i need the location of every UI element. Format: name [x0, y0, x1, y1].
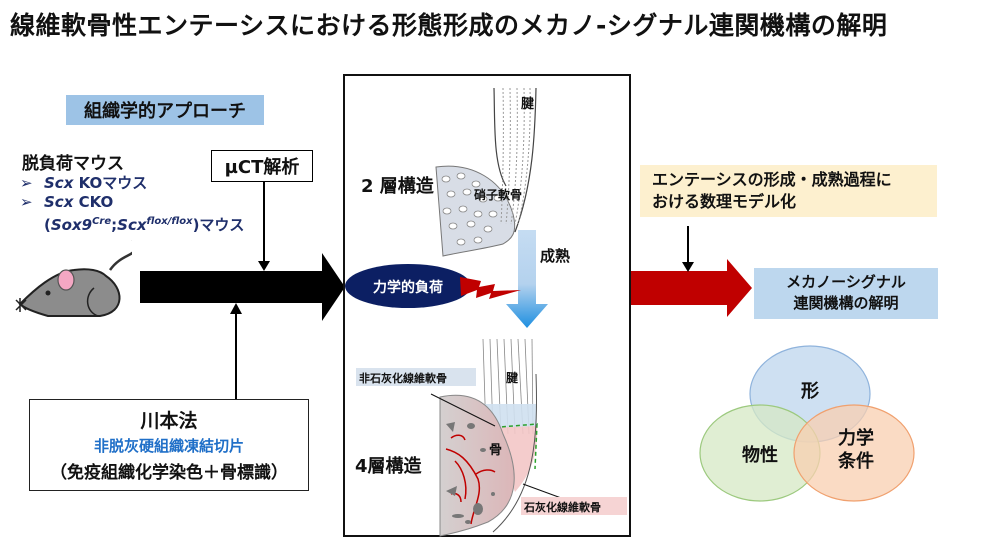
- two-layer-label: 2 層構造: [361, 175, 434, 197]
- mouse-illustration: [15, 240, 132, 317]
- mouse-leg: [86, 287, 99, 317]
- superscript-cre: Cre: [92, 216, 112, 227]
- mouse-item-text: KOマウス: [73, 174, 148, 192]
- mouse-ear: [57, 269, 75, 291]
- kawamoto-detail: （免疫組織化学染色＋骨標識）: [50, 463, 288, 483]
- venn-label-mechanics-1: 力学: [838, 427, 874, 449]
- entesis-outer-edge: [492, 373, 538, 533]
- math-model-line1: エンテーシスの形成・成熟過程に: [652, 170, 892, 189]
- kawamoto-subtitle: 非脱灰硬組織凍結切片: [93, 437, 244, 455]
- mouse-eye: [45, 290, 51, 296]
- four-layer-illustration: [439, 338, 538, 537]
- page-title: 線維軟骨性エンテーシスにおける形態形成のメカノ-シグナル連関機構の解明: [10, 11, 888, 40]
- four-layer-label: 4層構造: [355, 455, 422, 477]
- venn-label-properties: 物性: [742, 444, 778, 466]
- mechanical-load-label: 力学的負荷: [373, 279, 443, 296]
- arrow-bullet-icon: ➢: [20, 193, 33, 211]
- micro-ct-analysis-box: µCT解析: [211, 150, 313, 182]
- math-arrowhead-icon: [682, 262, 694, 272]
- mouse-item-text: CKO: [73, 193, 114, 211]
- superscript-flox: flox/flox: [146, 216, 193, 227]
- histological-approach-label: 組織学的アプローチ: [66, 95, 264, 125]
- uct-arrowhead-icon: [258, 261, 270, 271]
- mechanical-load-ellipse: [345, 264, 471, 308]
- unloading-mouse-title: 脱負荷マウス: [22, 154, 124, 174]
- mouse-tail: [108, 240, 132, 271]
- mechano-line2: 連関機構の解明: [793, 294, 899, 312]
- lightning-bolt-icon: [460, 277, 521, 299]
- gene-name: Scx: [44, 174, 74, 192]
- arrow-bullet-icon: ➢: [20, 174, 33, 192]
- tendon-left-edge: [493, 87, 507, 187]
- gene-scx: Scx: [117, 216, 147, 234]
- mouse-item-scx-ko: ➢ Scx KOマウス: [20, 174, 244, 193]
- maturation-arrow-icon: [506, 230, 548, 328]
- venn-label-shape: 形: [801, 381, 819, 402]
- kawamoto-title: 川本法: [140, 410, 198, 432]
- tendon-label-bottom: 腱: [506, 370, 519, 385]
- venn-diagram: 形 物性 力学 条件: [699, 345, 915, 502]
- cko-genotype: (Sox9Cre;Scxflox/flox)マウス: [20, 212, 244, 235]
- uncalcified-pointer-line: [430, 393, 496, 427]
- gene-sox9: Sox9: [50, 216, 93, 234]
- tendon-label-top: 腱: [521, 96, 535, 112]
- bone-label: 骨: [489, 443, 502, 458]
- mouse-item-scx-cko: ➢ Scx CKO: [20, 193, 244, 212]
- calcified-label-bg: [521, 497, 627, 515]
- cko-suffix: )マウス: [192, 216, 245, 234]
- chondrocytes: [441, 172, 503, 246]
- tendon-right-edge: [514, 87, 537, 233]
- gene-name: Scx: [44, 193, 74, 211]
- entesis-diagram: 腱 硝子軟骨 2 層構造 成熟 力学的負荷: [345, 87, 627, 537]
- separator: ;: [111, 216, 118, 234]
- uncalcified-label-bg: [356, 368, 476, 386]
- mouse-model-list: ➢Scx KOマウス ➢Scx CKO (Sox9Cre;Scxflox/flo…: [20, 174, 244, 235]
- bone-cavities: [446, 422, 495, 524]
- red-result-arrow: [631, 259, 752, 317]
- venn-label-mechanics-2: 条件: [837, 450, 874, 472]
- kawamoto-method-box: 川本法 非脱灰硬組織凍結切片 （免疫組織化学染色＋骨標識）: [29, 399, 309, 491]
- tidemark-line: [487, 423, 538, 470]
- math-model-line2: おける数理モデル化: [652, 192, 797, 211]
- two-layer-illustration: [435, 87, 537, 257]
- mouse-whiskers: [15, 298, 27, 312]
- paren-open: (: [44, 216, 51, 234]
- math-model-box: エンテーシスの形成・成熟過程に おける数理モデル化: [640, 165, 937, 217]
- hyaline-cartilage-label: 硝子軟骨: [474, 187, 522, 202]
- venn-circle-mechanics: [793, 404, 915, 502]
- calcified-fc-label: 石灰化線維軟骨: [523, 500, 601, 514]
- uncalcified-fc-label: 非石灰化線維軟骨: [359, 371, 447, 385]
- kawamoto-arrowhead-icon: [230, 303, 242, 314]
- mechano-line1: メカノーシグナル: [786, 273, 906, 291]
- bone-region: [439, 394, 515, 537]
- mechano-signal-box: メカノーシグナル 連関機構の解明: [754, 268, 938, 319]
- black-process-arrow: [140, 253, 345, 321]
- maturation-label: 成熟: [540, 247, 570, 265]
